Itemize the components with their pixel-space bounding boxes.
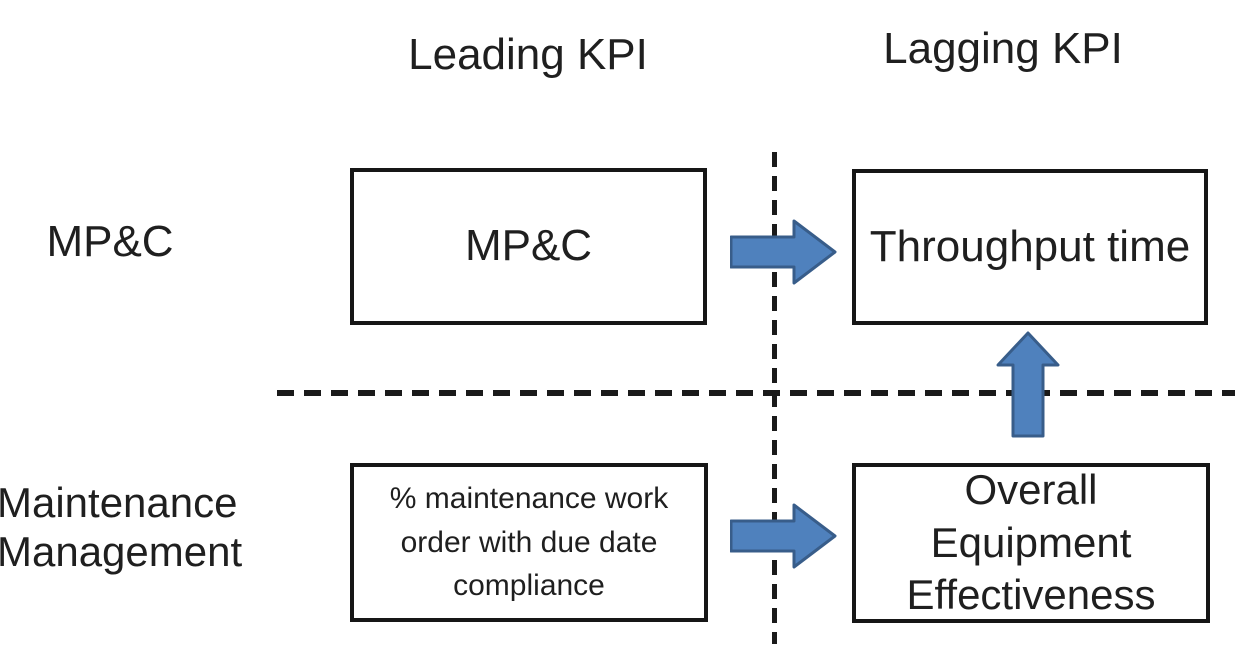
box-overall-equipment-effectiveness-text: Overall Equipment Effectiveness (906, 466, 1156, 619)
box-mpc: MP&C (350, 168, 707, 325)
box-maintenance-work-order: % maintenance work order with due date c… (350, 463, 708, 622)
arrow-right-bottom-shape (730, 503, 837, 569)
box-overall-equipment-effectiveness: Overall Equipment Effectiveness (852, 463, 1210, 623)
arrow-right-top-shape (730, 219, 837, 285)
horizontal-dashed-divider (277, 390, 1235, 396)
box-throughput-time-text: Throughput time (869, 221, 1191, 271)
box-maintenance-work-order-text: % maintenance work order with due date c… (389, 482, 669, 603)
row-label-mpc: MP&C (46, 217, 174, 266)
arrow-up-icon (996, 331, 1060, 438)
arrow-right-icon (730, 219, 837, 285)
column-header-lagging-kpi: Lagging KPI (883, 24, 1123, 73)
row-label-maintenance-management: Maintenance Management (0, 479, 243, 576)
arrow-up-shape (996, 331, 1060, 438)
arrow-right-icon (730, 503, 837, 569)
vertical-dashed-divider (772, 152, 777, 644)
box-mpc-text: MP&C (464, 221, 593, 271)
box-throughput-time: Throughput time (852, 169, 1208, 325)
column-header-leading-kpi: Leading KPI (408, 30, 648, 79)
